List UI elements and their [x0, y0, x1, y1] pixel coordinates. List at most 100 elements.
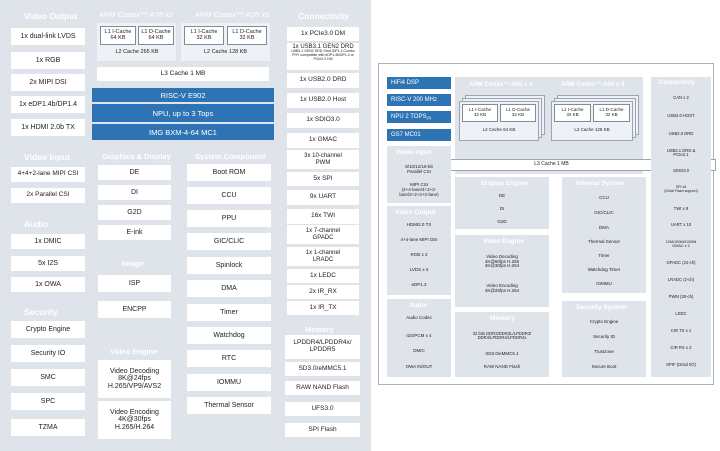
memory-item: LPDDR4/LPDDR4x/ LPDDR5 [285, 335, 360, 359]
security-item: Security IO [11, 345, 85, 362]
a55-l1-icache: L1 I-Cache 32 KB [184, 26, 224, 45]
system-item: IOMMU [187, 374, 271, 391]
connectivity-item: 1x IR_TX [287, 301, 359, 315]
section-title: Graphics & Display [102, 152, 171, 161]
a55-cluster-title: ARM Cortex™-A55 x6 [195, 10, 270, 19]
section-title: Audio [24, 219, 49, 229]
video-engine-item: Video Decoding 8K@24fps H.265/VP9/AVS2 [98, 360, 171, 398]
graphics-item: DE [98, 165, 171, 180]
security-item: Crypto Engine [11, 321, 85, 338]
security-item: Trustzone [567, 347, 641, 357]
audio-section: Audio Audio Codec I2S/PCM x 4 DMIC OWA I… [387, 299, 451, 377]
video-output-item: 4+4-lane MIPI DSI [392, 235, 446, 246]
section-title: Security [24, 307, 58, 317]
system-component-section: System Component Boot ROM CCU PPU GIC/CL… [182, 147, 276, 444]
video-engine-item: Video Encoding 4K@30fps H.265/H.264 [98, 401, 171, 439]
audio-item: DMIC [392, 346, 446, 357]
right-block-diagram: HiFi4 DSP RISC-V 200 MHz NPU 2 TOPS (2) … [378, 63, 716, 385]
image-item: ISP [98, 275, 171, 292]
video-engine-section: Video Engine Video Decoding 8K@24fps H.2… [93, 342, 176, 444]
image-section: Image ISP ENCPP [93, 254, 176, 332]
security-section: Security Crypto Engine Security IO SMC S… [6, 302, 90, 444]
connectivity-item: SDIO3.0 [656, 166, 706, 176]
memory-item: SD3.0/eMMC5.1 [285, 362, 360, 376]
system-item: Boot ROM [187, 164, 271, 181]
a76-cluster-title: ARM Cortex™-A76 x2 [99, 10, 174, 19]
memory-item: UFS3.0 [285, 402, 360, 416]
system-item: CCU [187, 187, 271, 204]
display-engine-item: DI [460, 204, 544, 214]
security-system-section: Security System Crypto Engine Security I… [562, 301, 646, 377]
video-input-section: Video Input 8/10/12/16-bit Parallel CSI … [387, 146, 451, 203]
video-output-section: Video Output 1x dual-link LVDS 1x RGB 2x… [6, 6, 90, 139]
section-title: Video Engine [483, 238, 525, 245]
connectivity-item: 1x SDIO3.0 [287, 113, 359, 128]
graphics-item: G2D [98, 205, 171, 220]
graphics-item: DI [98, 185, 171, 200]
a55-right-title: ARM Cortex™-A55 x 4 [561, 82, 625, 88]
connectivity-item: 1x USB2.0 Host [287, 93, 359, 108]
section-title: Internal System [576, 180, 625, 187]
system-item: Spinlock [187, 257, 271, 274]
audio-item: OWA IN/OUT [392, 362, 446, 373]
internal-system-section: Internal System CCU GIC/CLIC DMA Thermal… [562, 177, 646, 293]
a55-right-l2-cache: L2 Cache 128 KB [554, 125, 630, 136]
graphics-item: E-ink [98, 225, 171, 240]
section-title: Video Output [24, 11, 78, 21]
video-output-item: LVDS x 4 [392, 265, 446, 276]
internal-item: Timer [567, 251, 641, 261]
cpu-cluster: ARM Cortex™-A76 x2 ARM Cortex™-A55 x6 L1… [92, 6, 274, 86]
connectivity-item: CIR RX x 2 [656, 343, 706, 353]
a55-l2-cache: L2 Cache 128 KB [184, 47, 267, 59]
memory-item: RAW NAND Flash [460, 362, 544, 372]
connectivity-item: TWI x 9 [656, 204, 706, 214]
connectivity-item: 5x SPI [287, 172, 359, 186]
internal-item: DMA [567, 223, 641, 233]
connectivity-item: 3x 10-channel PWM [287, 150, 359, 169]
usb31-label: 1x USB3.1 GEN2 DRD [292, 44, 354, 50]
audio-item: 1x OWA [11, 277, 85, 292]
video-output-section: Video Output HDMI2.0 TX 4+4-lane MIPI DS… [387, 206, 451, 295]
audio-item: Audio Codec [392, 313, 446, 324]
system-item: DMA [187, 280, 271, 297]
connectivity-item: PWM (30-ch) [656, 292, 706, 302]
riscv-block: RISC-V 200 MHz [387, 94, 451, 106]
connectivity-item: SPI x6 (Octal Flash support) [656, 183, 706, 197]
connectivity-item: CAN x 2 [656, 93, 706, 103]
internal-item: CCU [567, 193, 641, 203]
usb31-note: USB3.1 GEN2 DRD Gen1/DP1.4 Combo PHY com… [291, 49, 355, 61]
display-engine-item: DE [460, 191, 544, 201]
connectivity-item: 9x UART [287, 190, 359, 205]
connectivity-item: USB3.1 DRD & PCIe2.1 [656, 146, 706, 160]
a55-right-l1-dcache: L1 D-Cache 32 KB [593, 104, 630, 122]
a55-left-l1-icache: L1 I-Cache 32 KB [462, 104, 498, 122]
system-item: Watchdog [187, 327, 271, 344]
a55-left-l2-cache: L2 Cache 64 KB [462, 125, 536, 136]
section-title: Connectivity [298, 11, 350, 21]
npu-block: NPU 2 TOPS (2) [387, 111, 451, 123]
riscv-block: RISC-V E902 [92, 88, 274, 102]
l3-cache: L3 Cache 1 MB [387, 159, 716, 171]
video-input-item: 2x Parallel CSI [11, 188, 85, 203]
video-input-section: Video Input 4+4+2-lane MIPI CSI 2x Paral… [6, 147, 90, 209]
npu-footnote: (2) [426, 114, 432, 120]
video-input-item: MIPI CSI (4+4-lane/4+2+2- lane/2+2+2+2-l… [392, 181, 446, 200]
memory-section: Memory LPDDR4/LPDDR4x/ LPDDR5 SD3.0/eMMC… [280, 322, 365, 444]
gpu-block: GS7 MC01 [387, 129, 451, 141]
graphics-display-section: Graphics & Display DE DI G2D E-ink [93, 147, 176, 246]
connectivity-item: 1x GMAC [287, 133, 359, 148]
connectivity-item: UART x 10 [656, 220, 706, 230]
a76-l1-dcache: L1 D-Cache 64 KB [138, 26, 174, 45]
a76-l1-icache: L1 I-Cache 64 KB [100, 26, 136, 45]
video-output-item: 1x HDMI 2.0b TX [11, 119, 85, 136]
display-engine-item: G2D [460, 217, 544, 227]
connectivity-item: 1x PCIe3.0 DM [287, 27, 359, 41]
system-item: PPU [187, 210, 271, 227]
system-item: GIC/CLIC [187, 233, 271, 250]
connectivity-item: 1x USB2.0 DRD [287, 73, 359, 88]
system-item: Timer [187, 304, 271, 321]
connectivity-section: Connectivity CAN x 2 USB2.0 HOST USB2.0 … [651, 77, 711, 377]
connectivity-item: USB2.0 HOST [656, 111, 706, 121]
memory-item: SPI Flash [285, 423, 360, 437]
security-item: Secure Boot [567, 362, 641, 372]
